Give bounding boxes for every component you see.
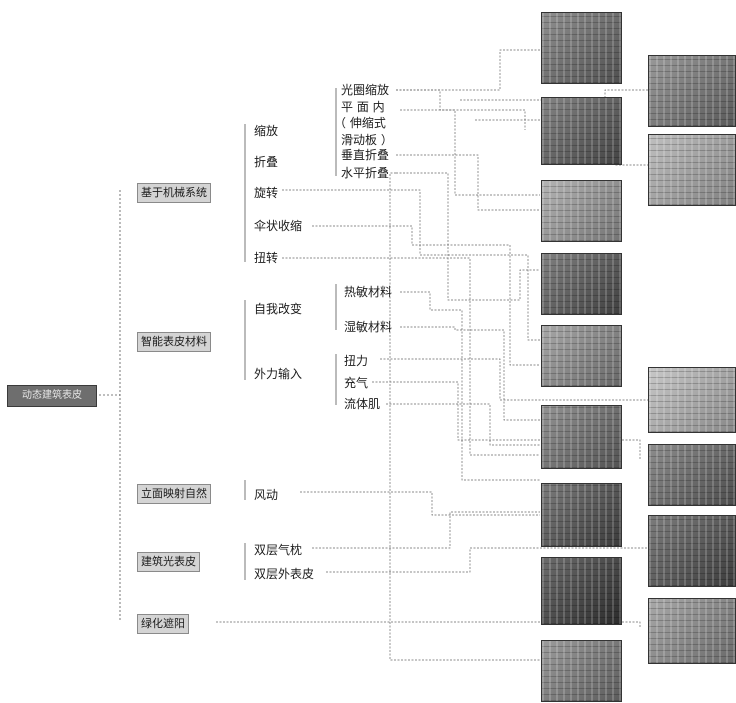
sub-fold: 折叠 xyxy=(254,155,278,169)
photo-grid-windows xyxy=(541,557,622,625)
photo-arched-building xyxy=(541,483,622,547)
route-twist xyxy=(282,258,540,455)
sub-self-change: 自我改变 xyxy=(254,302,302,316)
photo-mall-atrium xyxy=(648,444,736,506)
category-green-shading: 绿化遮阳 xyxy=(137,614,189,634)
sub-double-cushion: 双层气枕 xyxy=(254,543,302,557)
route-fluid xyxy=(386,404,540,445)
category-nature-mapping: 立面映射自然 xyxy=(137,484,211,504)
leaf-thermo: 热敏材料 xyxy=(344,285,392,299)
photo-folding-canopy xyxy=(541,180,622,242)
photo-umbrella-structure xyxy=(648,134,736,206)
leaf-inflate: 充气 xyxy=(344,376,368,390)
route-rotate xyxy=(282,190,540,340)
photo-stadium-roof xyxy=(541,405,622,469)
photo-bookshelf-wall xyxy=(648,515,736,587)
sub-umbrella: 伞状收缩 xyxy=(254,219,302,233)
photo-vertical-forest xyxy=(648,598,736,664)
leaf-torsion: 扭力 xyxy=(344,354,368,368)
category-light-skin: 建筑光表皮 xyxy=(137,552,200,572)
photo-louver-facade xyxy=(541,253,622,315)
leaf-horizontal-fold: 水平折叠 xyxy=(341,166,389,180)
sub-rotate: 旋转 xyxy=(254,186,278,200)
photo-aperture-facade xyxy=(541,12,622,84)
leaf-vertical-fold: 垂直折叠 xyxy=(341,148,389,162)
leaf-inplane-2: （ 伸缩式 xyxy=(334,116,386,130)
sub-twist: 扭转 xyxy=(254,251,278,265)
leaf-inplane-1: 平 面 内 xyxy=(341,100,385,114)
category-mechanical: 基于机械系统 xyxy=(137,183,211,203)
photo-circular-openings xyxy=(648,367,736,433)
sub-external-input: 外力输入 xyxy=(254,367,302,381)
photo-triangular-panels xyxy=(541,325,622,387)
route-wind xyxy=(300,492,540,515)
leaf-fluid-muscle: 流体肌 xyxy=(344,397,380,411)
route-cushion xyxy=(312,512,540,548)
sub-scale: 缩放 xyxy=(254,124,278,138)
leaf-inplane-3: 滑动板 ） xyxy=(341,133,393,147)
sub-wind: 风动 xyxy=(254,488,278,502)
photo-mesh-surface xyxy=(541,640,622,702)
route-inplane xyxy=(400,110,540,195)
photo-panel-grid xyxy=(541,97,622,165)
sub-double-skin: 双层外表皮 xyxy=(254,567,314,581)
route-hfold xyxy=(396,173,540,300)
leaf-aperture: 光圈缩放 xyxy=(341,83,389,97)
category-smart-material: 智能表皮材料 xyxy=(137,332,211,352)
leaf-hygro: 湿敏材料 xyxy=(344,320,392,334)
route-aperture xyxy=(396,50,540,90)
root-node: 动态建筑表皮 xyxy=(7,385,97,407)
route-hfold-2 xyxy=(390,173,540,660)
route-vfold xyxy=(396,155,540,210)
photo-interior-hall xyxy=(648,55,736,127)
